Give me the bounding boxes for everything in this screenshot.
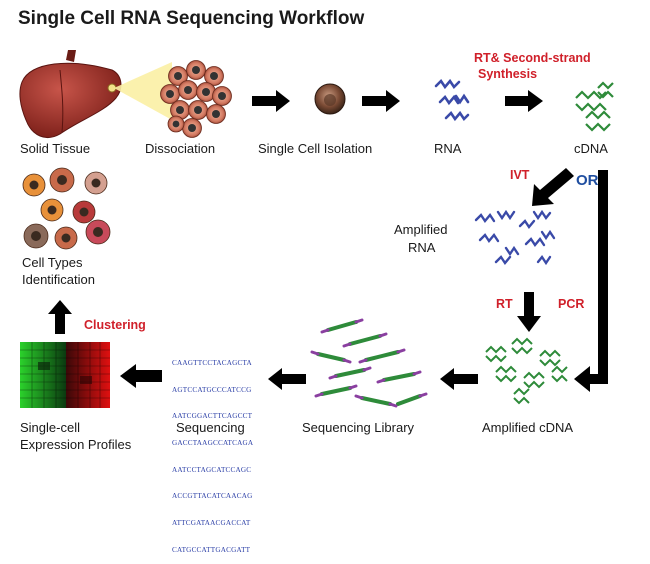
label-amplified-rna: RNA [408, 240, 436, 255]
sequence-line: ATTCGATAACGACCAT [172, 519, 251, 528]
arrow-cdna-to-amplified-rna [532, 168, 574, 206]
label-dissociation: Dissociation [145, 141, 216, 156]
sequencing-library-icon [310, 318, 428, 408]
label-solid-tissue: Solid Tissue [20, 141, 91, 156]
label-sequencing-library: Sequencing Library [302, 420, 415, 435]
label-cdna: cDNA [574, 141, 608, 156]
label-ivt: IVT [510, 168, 530, 182]
amplified-rna-icon [474, 209, 556, 266]
label-cell-types: Cell Types [22, 255, 83, 270]
arrow-clustering-up [48, 300, 72, 334]
arrow-isolation-to-rna [362, 90, 400, 112]
label-rt-second-strand: RT& Second-strand [474, 51, 591, 65]
liver-tissue-icon [19, 50, 122, 138]
sequence-line: CAAGTTCCTACAGCTA [172, 358, 252, 367]
label-amplified: Amplified [394, 222, 448, 237]
sequence-line: GACCTAAGCCATCAGA [172, 438, 254, 447]
rna-strands-icon [434, 78, 470, 122]
sequence-line: AATCGGACTTCAGCCT [172, 412, 253, 421]
arrow-rna-to-cdna [505, 90, 543, 112]
arrow-rt-down [517, 292, 541, 332]
label-single-cell: Single-cell [20, 420, 80, 435]
arrow-library-to-sequencing [268, 368, 306, 390]
label-sequencing: Sequencing [176, 420, 245, 435]
label-or: OR [576, 172, 599, 189]
label-rna: RNA [434, 141, 462, 156]
expression-heatmap-icon [20, 342, 110, 408]
label-pcr: PCR [558, 297, 585, 311]
label-identification: Identification [22, 272, 95, 287]
label-synthesis: Synthesis [478, 67, 538, 81]
sequence-line: AGTCCATGCCCATCCG [172, 385, 252, 394]
amplified-cdna-icon [485, 337, 568, 405]
cell-types-icon [22, 167, 111, 250]
sequence-line: AATCCTAGCATCCAGC [172, 465, 252, 474]
workflow-diagram [19, 50, 614, 408]
arrow-cdna-to-library [440, 368, 478, 390]
label-single-cell-isolation: Single Cell Isolation [258, 141, 373, 156]
sequence-reads: CAAGTTCCTACAGCTA AGTCCATGCCCATCCG AATCGG… [172, 341, 253, 564]
zoom-cone-icon [114, 62, 172, 120]
single-cell-icon [314, 83, 346, 115]
label-rt: RT [496, 297, 513, 311]
label-clustering: Clustering [84, 318, 146, 332]
sequence-line: ACCGTTACATCAACAG [172, 492, 253, 501]
arrow-pcr-elbow [574, 170, 608, 392]
dissociated-cells-icon [160, 60, 232, 138]
label-expression-profiles: Expression Profiles [20, 437, 132, 452]
cdna-strands-icon [575, 81, 614, 132]
arrow-tissue-to-isolation [252, 90, 290, 112]
sequence-line: CATGCCATTGACGATT [172, 545, 251, 554]
page-title: Single Cell RNA Sequencing Workflow [18, 8, 365, 29]
arrow-sequencing-to-profiles [120, 364, 162, 388]
label-amplified-cdna: Amplified cDNA [482, 420, 574, 435]
